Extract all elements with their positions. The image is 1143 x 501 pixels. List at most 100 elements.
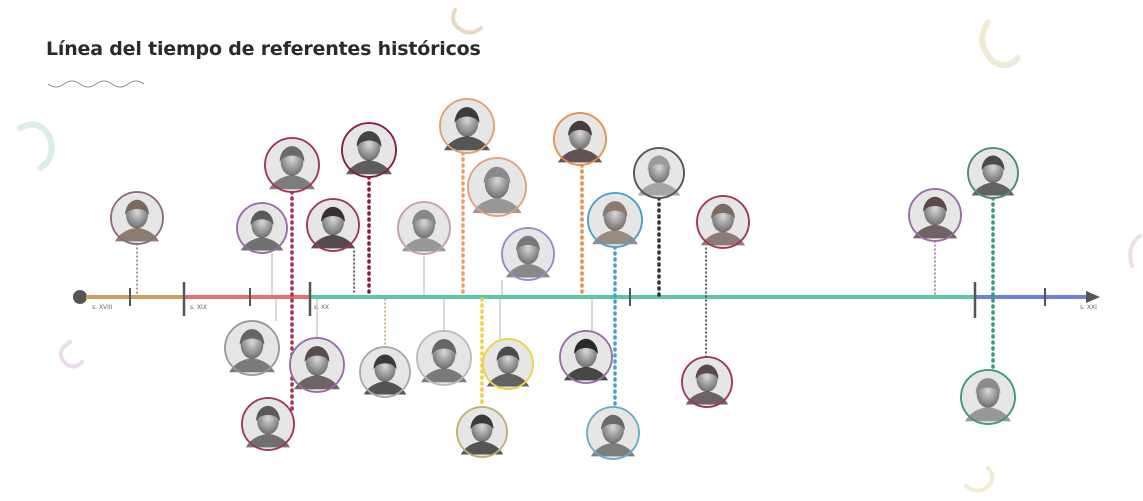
portrait-1[interactable] bbox=[110, 191, 164, 245]
portrait-hair bbox=[470, 414, 494, 429]
portrait-border bbox=[456, 406, 508, 458]
decorative-curl-icon bbox=[58, 340, 84, 369]
timeline-start-dot bbox=[73, 290, 87, 304]
portrait-hair bbox=[125, 199, 149, 215]
portrait-2[interactable] bbox=[236, 202, 288, 254]
portrait-shoulders bbox=[346, 160, 392, 175]
portrait-shoulders bbox=[240, 237, 284, 251]
portrait-border bbox=[224, 320, 280, 376]
portrait-border bbox=[416, 330, 472, 386]
decorative-curl-icon bbox=[964, 466, 995, 493]
portrait-hair bbox=[431, 339, 457, 355]
connectors bbox=[136, 151, 995, 422]
portrait-shoulders bbox=[421, 368, 467, 383]
portrait-border bbox=[241, 397, 295, 451]
portrait-24[interactable] bbox=[586, 406, 640, 460]
portrait-12[interactable] bbox=[633, 147, 685, 199]
portrait-shoulders bbox=[557, 148, 603, 163]
era-label-18: s. XVIII bbox=[92, 304, 113, 311]
portrait-15[interactable] bbox=[967, 147, 1019, 199]
portrait-20[interactable] bbox=[416, 330, 472, 386]
portrait-border bbox=[908, 188, 962, 242]
decorative-curl-icon bbox=[17, 121, 55, 171]
era-label-19: s. XIX bbox=[190, 304, 207, 311]
portrait-13[interactable] bbox=[696, 195, 750, 249]
portrait-hair bbox=[250, 210, 274, 225]
portrait-shoulders bbox=[637, 182, 681, 196]
portrait-hair bbox=[568, 120, 592, 136]
portrait-hair bbox=[454, 107, 480, 123]
page-title: Línea del tiempo de referentes histórico… bbox=[46, 38, 481, 60]
portrait-shoulders bbox=[363, 381, 407, 395]
portrait-shoulders bbox=[912, 224, 958, 239]
portrait-shoulders bbox=[114, 227, 160, 242]
portrait-hair bbox=[373, 354, 397, 369]
portrait-shoulders bbox=[971, 182, 1015, 196]
timeline-axis: s. XVIII s. XIX s. XX s. XXI bbox=[73, 282, 1100, 318]
portrait-5[interactable] bbox=[341, 122, 397, 178]
portrait-border bbox=[439, 98, 495, 154]
portrait-hair bbox=[304, 346, 330, 362]
portrait-shoulders bbox=[229, 358, 275, 373]
timeline-arrow-icon bbox=[1086, 291, 1100, 303]
portrait-border bbox=[967, 147, 1019, 199]
portrait-border bbox=[236, 202, 288, 254]
decorative-curl-icon bbox=[451, 8, 483, 35]
portrait-shoulders bbox=[505, 263, 551, 278]
portrait-border bbox=[586, 406, 640, 460]
portrait-19[interactable] bbox=[359, 346, 411, 398]
portrait-4[interactable] bbox=[306, 198, 360, 252]
portrait-shoulders bbox=[269, 175, 315, 190]
portrait-hair bbox=[981, 155, 1005, 170]
portrait-17[interactable] bbox=[241, 397, 295, 451]
portrait-border bbox=[633, 147, 685, 199]
portrait-3[interactable] bbox=[264, 137, 320, 193]
portrait-border bbox=[681, 356, 733, 408]
portrait-border bbox=[341, 122, 397, 178]
portrait-26[interactable] bbox=[960, 369, 1016, 425]
portrait-border bbox=[559, 330, 613, 384]
portrait-11[interactable] bbox=[587, 192, 643, 248]
portrait-hair bbox=[279, 146, 305, 162]
portrait-hair bbox=[516, 235, 540, 251]
portrait-border bbox=[359, 346, 411, 398]
portrait-14[interactable] bbox=[908, 188, 962, 242]
portrait-border bbox=[960, 369, 1016, 425]
portrait-22[interactable] bbox=[482, 338, 534, 390]
portrait-border bbox=[553, 112, 607, 166]
decorative-squiggle bbox=[47, 80, 145, 88]
portrait-hair bbox=[239, 329, 265, 345]
portrait-25[interactable] bbox=[681, 356, 733, 408]
portrait-shoulders bbox=[460, 441, 504, 455]
era-label-20: s. XX bbox=[314, 304, 329, 311]
portrait-hair bbox=[574, 338, 598, 354]
portrait-hair bbox=[256, 405, 280, 421]
portrait-16[interactable] bbox=[224, 320, 280, 376]
portrait-shoulders bbox=[401, 237, 447, 252]
portrait-shoulders bbox=[245, 433, 291, 448]
portrait-shoulders bbox=[294, 375, 340, 390]
portrait-21[interactable] bbox=[456, 406, 508, 458]
portrait-18[interactable] bbox=[289, 337, 345, 393]
portrait-9[interactable] bbox=[501, 227, 555, 281]
portrait-7[interactable] bbox=[439, 98, 495, 154]
portrait-hair bbox=[695, 364, 719, 379]
decorative-curl-icon bbox=[979, 19, 1021, 69]
portrait-border bbox=[587, 192, 643, 248]
portrait-shoulders bbox=[592, 230, 638, 245]
portrait-shoulders bbox=[472, 198, 522, 214]
portrait-hair bbox=[975, 378, 1001, 394]
portrait-23[interactable] bbox=[559, 330, 613, 384]
portrait-border bbox=[264, 137, 320, 193]
portrait-10[interactable] bbox=[553, 112, 607, 166]
portrait-6[interactable] bbox=[397, 201, 451, 255]
portrait-8[interactable] bbox=[467, 157, 527, 217]
portrait-border bbox=[482, 338, 534, 390]
portrait-hair bbox=[647, 155, 671, 170]
portrait-shoulders bbox=[310, 234, 356, 249]
portrait-hair bbox=[412, 209, 436, 225]
portrait-hair bbox=[923, 196, 947, 212]
portrait-shoulders bbox=[486, 373, 530, 387]
portrait-shoulders bbox=[563, 366, 609, 381]
